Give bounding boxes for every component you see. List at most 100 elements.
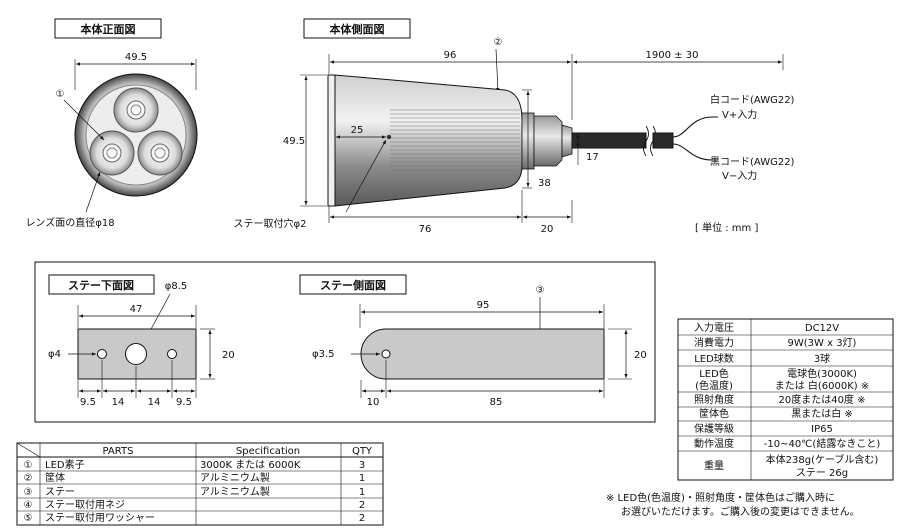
dim-stay-side-hole: φ3.5 [312,349,335,360]
spec-label: LED球数 [694,352,734,365]
dim-47: 47 [130,304,143,315]
part-no: ⑤ [24,513,33,524]
housing-body [334,74,523,207]
table-row: ③ ステー アルミニウム製 1 [24,485,366,498]
spec-table: 入力電圧 DC12V 消費電力 9W(3W x 3灯) LED球数 3球 LED… [677,318,894,481]
spec-label: LED色 [699,367,729,380]
table-row: ① LED素子 3000K または 6000K 3 [24,458,366,471]
spec-row: 消費電力 9W(3W x 3灯) [694,336,857,349]
spec-value: 9W(3W x 3灯) [788,337,857,349]
spec-label: (色温度) [695,379,733,392]
dim-10: 10 [367,397,380,408]
cable-end [652,132,674,149]
white-input-label: V+入力 [722,108,757,121]
spec-value: 3球 [814,352,830,365]
spec-label: 照射角度 [694,393,734,406]
spec-value: -10~40℃(結露なきこと) [764,437,881,450]
stay-hole-right [167,349,177,359]
spec-value: ステー 26g [796,468,848,479]
part-name: LED素子 [45,458,85,471]
led-lens-top [113,87,159,133]
heat-sink-fins [390,109,520,171]
dim-bottom-2: 14 [112,397,125,408]
dim-small-hole: φ4 [48,349,61,360]
part-name: ステー取付用ワッシャー [45,511,155,524]
stay-panel-frame [34,261,656,423]
part-qty: 3 [359,460,365,471]
led-lens-right [137,130,183,176]
spec-label: 動作温度 [694,437,734,450]
part-name: ステー [45,487,75,498]
parts-table: PARTS Specification QTY ① LED素子 3000K また… [16,442,384,526]
spec-row: 照射角度 20度または40度 ※ [694,393,866,406]
cable [571,132,647,149]
spec-value: 黒または白 ※ [791,407,853,420]
stay-bottom-title: ステー下面図 [68,278,134,292]
part-spec: 3000K または 6000K [200,459,301,471]
callout-1: ① [56,89,65,100]
spec-label: 消費電力 [694,336,734,349]
stay-mount-hole [386,134,392,140]
front-view: 本体正面図 49.5 ① レンズ面の直径φ18 [25,18,198,229]
front-view-title: 本体正面図 [81,22,136,36]
white-cord-label: 白コード(AWG22) [710,93,795,106]
header-diagonal [16,442,41,458]
front-width-dim: 49.5 [125,52,147,63]
dim-76: 76 [419,224,432,235]
stay-plate-side [360,328,605,380]
stay-hole-left [97,349,107,359]
spec-row: 入力電圧 DC12V [694,321,839,334]
gland-cap [561,124,573,158]
led-lens-left [89,130,135,176]
parts-header-parts: PARTS [103,446,134,457]
stay-hole-center [125,343,147,365]
callout-3: ③ [536,285,545,296]
spec-label: 筐体色 [699,407,729,420]
dim-95: 95 [477,300,490,311]
part-qty: 2 [359,513,365,524]
stay-bottom-view: ステー下面図 φ8.5 47 φ4 20 9.5 14 14 9.5 [48,274,235,408]
spec-value: 電球色(3000K) [787,367,857,380]
dim-20: 20 [541,224,554,235]
unit-note: [ 単位 : mm ] [695,221,758,234]
part-qty: 1 [359,487,365,498]
part-spec: アルミニウム製 [200,471,270,484]
part-name: ステー取付用ネジ [45,498,125,511]
spec-label: 入力電圧 [694,321,734,334]
dim-bottom-4: 9.5 [176,397,192,408]
parts-header-qty: QTY [352,446,373,457]
dim-cable-length: 1900 ± 30 [646,50,699,61]
dim-85: 85 [490,397,503,408]
stay-side-hole [381,349,391,359]
part-no: ① [24,460,33,471]
spec-row: 保護等級 IP65 [694,422,833,435]
gland-nut [533,115,563,167]
parts-header-spec: Specification [236,446,300,457]
part-spec: アルミニウム製 [200,485,270,498]
footnote-line-2: お選びいただけます。ご購入後の変更はできません。 [621,505,860,518]
side-view: 本体側面図 96 1900 ± 30 ② [234,18,795,235]
stay-side-title: ステー側面図 [320,278,386,292]
part-no: ③ [24,487,33,498]
front-view-title-box [54,18,162,39]
spec-row: 重量 本体238g(ケーブル含む) ステー 26g [704,453,878,479]
dim-side-height: 49.5 [283,136,305,147]
callout-2: ② [494,37,503,48]
black-cord-label: 黒コード(AWG22) [710,156,795,168]
table-row: ⑤ ステー取付用ワッシャー 2 [24,511,366,524]
table-row: ② 筐体 アルミニウム製 1 [24,471,366,484]
stay-bottom-title-box [48,274,155,295]
dim-25: 25 [351,125,364,136]
dim-stay-side-height: 20 [634,350,647,361]
spec-value: 本体238g(ケーブル含む) [766,453,879,466]
spec-value: IP65 [811,424,833,435]
spec-label: 重量 [704,459,724,472]
dim-17: 17 [586,152,599,163]
spec-row: LED球数 3球 [694,352,830,365]
spec-value: または 白(6000K) ※ [775,379,870,392]
black-input-label: V−入力 [722,169,757,182]
stay-side-title-box [299,274,407,295]
part-no: ④ [24,500,33,511]
spec-value: 20度または40度 ※ [778,393,865,406]
